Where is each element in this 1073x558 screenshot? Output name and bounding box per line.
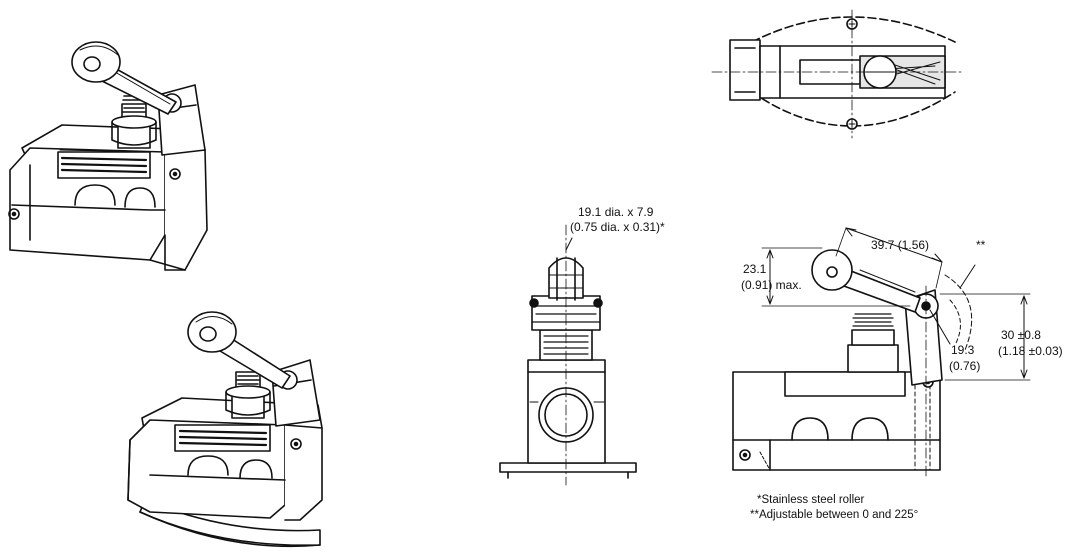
- operating-position-label: 30 ±0.8: [1001, 328, 1041, 342]
- footnote-stainless: *Stainless steel roller: [757, 494, 865, 506]
- footnote-adjustable: **Adjustable between 0 and 225°: [750, 509, 919, 521]
- arm-length-label: 39.7 (1.56): [871, 238, 930, 252]
- roller-offset-label: 19.3: [951, 343, 975, 357]
- top-view: [711, 9, 963, 139]
- height-max-label: 23.1: [743, 262, 767, 276]
- roller-offset-inch-label: (0.76): [949, 359, 981, 373]
- adjust-mark-label: **: [976, 238, 986, 252]
- roller-size-inch-label: (0.75 dia. x 0.31)*: [570, 220, 665, 234]
- perspective-view-upper: [8, 41, 208, 271]
- front-view: [499, 224, 637, 486]
- perspective-view-lower: [127, 311, 323, 548]
- roller-size-label: 19.1 dia. x 7.9: [578, 205, 654, 219]
- operating-position-inch-label: (1.18 ±0.03): [998, 344, 1063, 358]
- height-max-inch-label: (0.91) max.: [741, 278, 802, 292]
- side-view: [732, 227, 1031, 479]
